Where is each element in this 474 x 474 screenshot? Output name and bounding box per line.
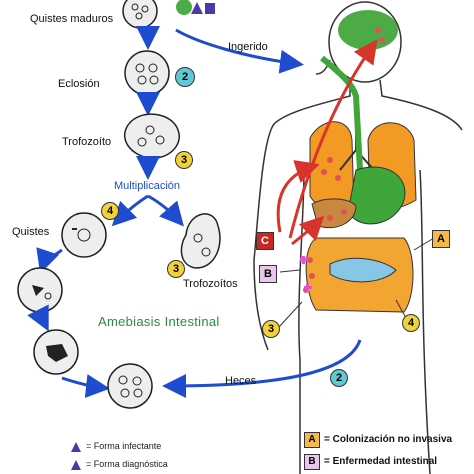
- arrow-to-mature: [61, 374, 110, 398]
- label-ingerido: Ingerido: [228, 41, 268, 53]
- pointer-4: [395, 299, 407, 319]
- hatching-cyst: [124, 50, 170, 96]
- legend-diagnostica-icon: [70, 458, 82, 474]
- label-eclosion: Eclosión: [58, 78, 100, 90]
- arrow-heces: [162, 339, 362, 398]
- step-badge-3: 3: [175, 151, 193, 169]
- cyst-chromatoid-stage: [33, 329, 79, 375]
- site-box-b: B: [259, 265, 277, 283]
- brain: [338, 10, 398, 50]
- trophozoite-cell: [123, 113, 181, 159]
- label-heces: Heces: [225, 375, 257, 387]
- arrow-to-trophozoites: [147, 194, 184, 227]
- red-arrow-lung: [276, 160, 320, 233]
- site-box-a: A: [432, 230, 450, 248]
- legend-enfermedad: = Enfermedad intestinal: [324, 456, 438, 467]
- step-badge-2b: 2: [330, 369, 348, 387]
- step-badge-4b: 4: [402, 314, 420, 332]
- red-arrow-liver: [291, 215, 325, 246]
- cyst-stage: [61, 212, 107, 258]
- step-badge-3c: 3: [262, 320, 280, 338]
- arrow-cyst-down: [36, 247, 63, 274]
- ulcer-markers: [300, 256, 312, 292]
- site-box-c: C: [256, 232, 274, 250]
- mature-cyst: [122, 0, 158, 29]
- legend-infectante-icon: [70, 440, 82, 458]
- esophagus: [320, 55, 363, 171]
- stomach: [347, 166, 406, 225]
- step-badge-4: 4: [101, 202, 119, 220]
- arrow-down-4: [27, 304, 49, 332]
- infection-sites: [303, 27, 385, 293]
- mature-cyst-bottom: [107, 363, 153, 409]
- legend-infectante: = Forma infectante: [86, 441, 162, 451]
- legend-diagnostica: = Forma diagnóstica: [86, 459, 168, 469]
- pointer-3: [277, 301, 303, 329]
- label-quistes: Quistes: [12, 226, 50, 238]
- label-trofozoito: Trofozoíto: [62, 136, 112, 148]
- cyst-nuclei-stage: [17, 267, 63, 313]
- colon: [329, 257, 397, 283]
- label-quistes-maduros: Quistes maduros: [30, 13, 114, 25]
- legend-box-b: B: [304, 454, 320, 470]
- trophozoites-cell: [180, 213, 221, 269]
- red-arrow-brain: [288, 39, 378, 239]
- arrow-ingerido: [175, 28, 304, 74]
- pointer-b: [279, 269, 301, 273]
- step-badge-2: 2: [175, 67, 195, 87]
- pointer-a: [413, 237, 435, 251]
- arrow-to-cysts: [111, 194, 149, 227]
- badge-1: [175, 0, 215, 23]
- label-trofozoitos: Trofozoítos: [183, 278, 238, 290]
- legend-box-a: A: [304, 432, 320, 448]
- step-badge-3b: 3: [167, 260, 185, 278]
- diagram-title: Amebiasis Intestinal: [98, 314, 220, 329]
- legend-colonizacion: = Colonización no invasiva: [324, 434, 453, 445]
- label-multiplicacion: Multiplicación: [114, 180, 181, 192]
